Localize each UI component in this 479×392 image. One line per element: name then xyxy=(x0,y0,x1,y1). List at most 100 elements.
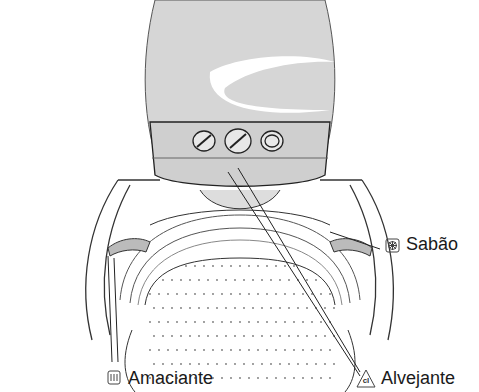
drum-hole xyxy=(329,293,331,295)
drum-hole xyxy=(302,349,304,351)
drum-hole xyxy=(252,363,254,365)
drum-hole xyxy=(153,363,155,365)
drum-hole xyxy=(203,293,205,295)
drum-hole xyxy=(167,293,169,295)
drum-hole xyxy=(261,363,263,365)
drum-hole xyxy=(167,321,169,323)
drum-hole xyxy=(279,279,281,281)
drum-hole xyxy=(320,265,322,267)
drum-hole xyxy=(306,335,308,337)
drum-hole xyxy=(171,335,173,337)
drum-hole xyxy=(266,293,268,295)
drum-hole xyxy=(315,335,317,337)
drum-hole xyxy=(149,293,151,295)
drum-hole xyxy=(225,335,227,337)
drum-hole xyxy=(234,307,236,309)
drum-hole xyxy=(216,335,218,337)
drum-hole xyxy=(185,349,187,351)
drum-hole xyxy=(288,279,290,281)
drum-hole xyxy=(329,377,331,379)
drum-hole xyxy=(293,321,295,323)
drum-hole xyxy=(261,307,263,309)
drum-hole xyxy=(185,293,187,295)
drum-hole xyxy=(279,307,281,309)
drum-hole xyxy=(284,377,286,379)
drum-hole xyxy=(252,307,254,309)
drum-hole xyxy=(248,377,250,379)
drum-hole xyxy=(324,363,326,365)
drum-hole xyxy=(230,321,232,323)
drum-hole xyxy=(198,363,200,365)
drum-hole xyxy=(302,377,304,379)
drum-hole xyxy=(248,349,250,351)
drum-hole xyxy=(216,307,218,309)
drum-hole xyxy=(180,307,182,309)
drum-hole xyxy=(194,265,196,267)
drum-hole xyxy=(275,265,277,267)
drum-hole xyxy=(149,321,151,323)
drum-hole xyxy=(158,321,160,323)
drum-hole xyxy=(162,363,164,365)
drum-hole xyxy=(162,335,164,337)
drum-hole xyxy=(270,335,272,337)
drum-hole xyxy=(252,279,254,281)
drum-hole xyxy=(311,321,313,323)
drum-hole xyxy=(261,279,263,281)
drum-hole xyxy=(239,349,241,351)
drum-hole xyxy=(320,321,322,323)
drum-hole xyxy=(329,349,331,351)
drum-hole xyxy=(257,377,259,379)
drum-hole xyxy=(270,307,272,309)
drum-hole xyxy=(342,307,344,309)
drum-hole xyxy=(153,307,155,309)
drum-hole xyxy=(221,377,223,379)
drum-hole xyxy=(288,307,290,309)
drum-hole xyxy=(225,363,227,365)
drum-hole xyxy=(158,265,160,267)
drum-hole xyxy=(189,307,191,309)
drum-hole xyxy=(176,265,178,267)
drum-hole xyxy=(266,321,268,323)
drum-hole xyxy=(315,279,317,281)
drum-hole xyxy=(239,265,241,267)
drum-hole xyxy=(198,279,200,281)
drum-hole xyxy=(306,307,308,309)
drum-hole xyxy=(194,321,196,323)
drum-hole xyxy=(216,279,218,281)
drum-hole xyxy=(162,307,164,309)
drum-hole xyxy=(252,335,254,337)
drum-hole xyxy=(275,293,277,295)
drum-hole xyxy=(279,363,281,365)
drum-hole xyxy=(306,363,308,365)
part-label: Sabão xyxy=(406,235,458,255)
drum-hole xyxy=(194,349,196,351)
drum-hole xyxy=(324,307,326,309)
drum-hole xyxy=(333,363,335,365)
drum-hole xyxy=(284,321,286,323)
drum-hole xyxy=(171,279,173,281)
drum-hole xyxy=(284,293,286,295)
drum-hole xyxy=(239,377,241,379)
drum-hole xyxy=(302,321,304,323)
drum-hole xyxy=(248,265,250,267)
drum-hole xyxy=(167,349,169,351)
drum-hole xyxy=(342,335,344,337)
drum-hole xyxy=(234,335,236,337)
drum-hole xyxy=(243,307,245,309)
drum-hole xyxy=(320,349,322,351)
icon-text: cl xyxy=(363,377,370,386)
drum-hole xyxy=(257,321,259,323)
drum-hole xyxy=(320,293,322,295)
drum-hole xyxy=(257,349,259,351)
drum-hole xyxy=(149,265,151,267)
drum-hole xyxy=(261,335,263,337)
drum-hole xyxy=(288,335,290,337)
drum-hole xyxy=(221,293,223,295)
drum-hole xyxy=(293,377,295,379)
drum-hole xyxy=(185,321,187,323)
drum-hole xyxy=(198,335,200,337)
drum-hole xyxy=(158,293,160,295)
drum-hole xyxy=(230,349,232,351)
drum-hole xyxy=(275,349,277,351)
drum-hole xyxy=(189,279,191,281)
